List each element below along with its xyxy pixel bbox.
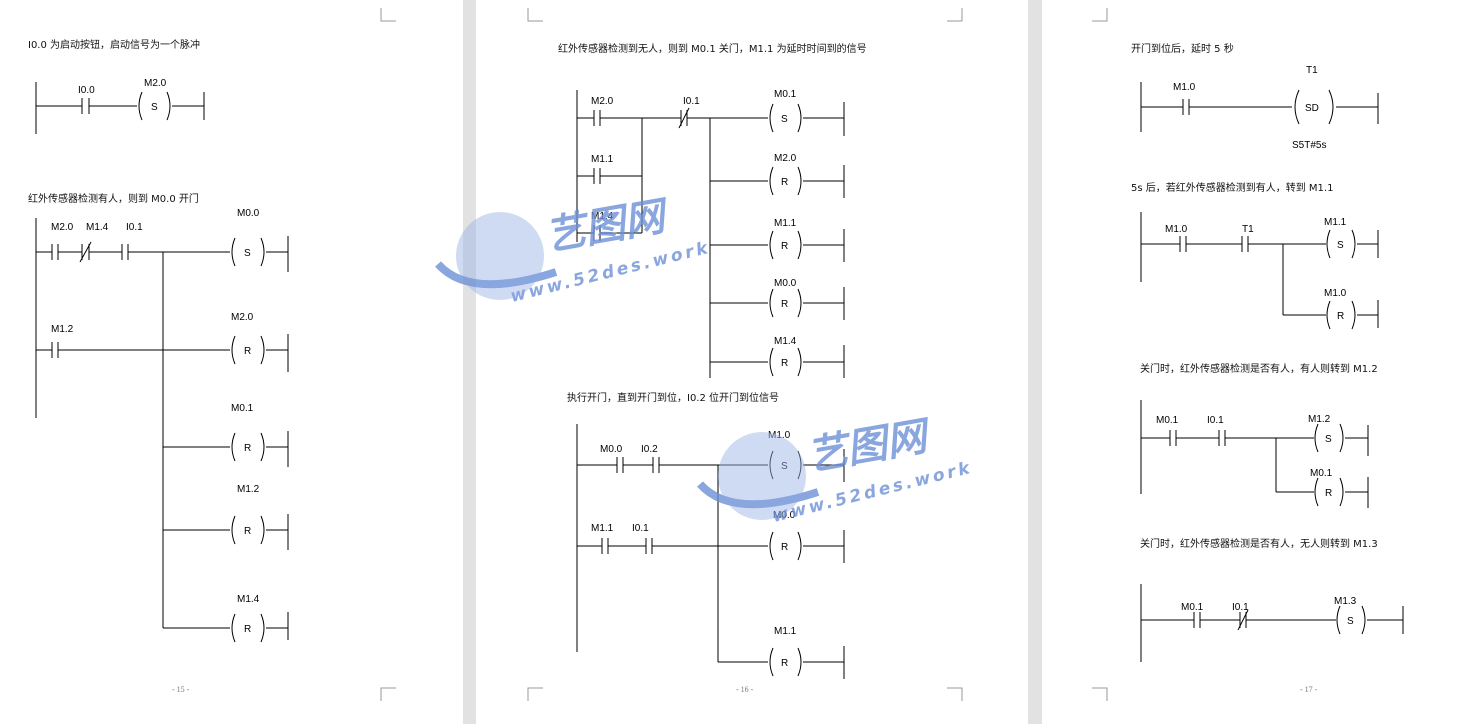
coil-symbol: R (1337, 311, 1344, 322)
timer-label: T1 (1306, 65, 1318, 76)
coil-symbol: S (781, 461, 788, 472)
caption: I0.0 为启动按钮，启动信号为一个脉冲 (28, 38, 200, 51)
coil-symbol: R (781, 658, 788, 669)
coil-symbol: R (781, 299, 788, 310)
timer-symbol: SD (1305, 103, 1319, 114)
coil-symbol: S (781, 114, 788, 125)
timer-preset: S5T#5s (1292, 140, 1326, 151)
coil-label: M0.0 (773, 510, 796, 521)
contact-label: M0.1 (1156, 415, 1179, 426)
contact-label: M1.1 (591, 523, 614, 534)
coil-symbol: S (151, 102, 158, 113)
coil-label: M1.0 (768, 430, 791, 441)
caption: 开门到位后，延时 5 秒 (1131, 42, 1234, 55)
page-number: - 15 - (172, 685, 190, 694)
caption: 关门时，红外传感器检测是否有人，有人则转到 M1.2 (1140, 362, 1378, 375)
page-17: 开门到位后，延时 5 秒 T1 M1.0 SD S5T#5s 5s 后，若红外传… (1042, 0, 1474, 724)
coil-symbol: R (781, 177, 788, 188)
coil-label: M1.4 (237, 594, 260, 605)
coil-label: M0.0 (237, 208, 260, 219)
page-number: - 16 - (736, 685, 754, 694)
coil-symbol: R (781, 358, 788, 369)
contact-label: M2.0 (591, 96, 614, 107)
coil-label: M1.2 (237, 484, 260, 495)
contact-label: I0.1 (126, 222, 143, 233)
caption: 红外传感器检测到无人，则到 M0.1 关门，M1.1 为延时时间到的信号 (558, 42, 867, 55)
coil-label: M0.1 (231, 403, 254, 414)
coil-symbol: R (1325, 488, 1332, 499)
caption: 红外传感器检测有人，则到 M0.0 开门 (28, 192, 199, 205)
coil-label: M1.1 (774, 218, 797, 229)
contact-label: M0.0 (600, 444, 623, 455)
ladder-diagram-page-15: I0.0 为启动按钮，启动信号为一个脉冲 I0.0 M2.0 S 红外传感器检测… (28, 8, 396, 701)
ladder-diagram-page-17: 开门到位后，延时 5 秒 T1 M1.0 SD S5T#5s 5s 后，若红外传… (1092, 8, 1404, 701)
coil-symbol: S (1347, 616, 1354, 627)
coil-symbol: R (781, 241, 788, 252)
contact-label: M1.4 (591, 211, 614, 222)
contact-label: I0.1 (1232, 602, 1249, 613)
coil-symbol: S (1325, 434, 1332, 445)
caption: 5s 后，若红外传感器检测到有人，转到 M1.1 (1131, 181, 1333, 194)
contact-label: M1.0 (1173, 82, 1196, 93)
contact-label: I0.1 (632, 523, 649, 534)
coil-symbol: R (244, 443, 251, 454)
contact-label: M1.2 (51, 324, 74, 335)
coil-label: M0.0 (774, 278, 797, 289)
coil-label: M0.1 (774, 89, 797, 100)
caption: 关门时，红外传感器检测是否有人，无人则转到 M1.3 (1140, 537, 1378, 550)
contact-label: I0.0 (78, 85, 95, 96)
caption: 执行开门，直到开门到位，I0.2 位开门到位信号 (567, 391, 779, 404)
coil-label: M2.0 (144, 78, 167, 89)
coil-label: M1.1 (774, 626, 797, 637)
contact-label: M2.0 (51, 222, 74, 233)
coil-label: M1.0 (1324, 288, 1347, 299)
page-number: - 17 - (1300, 685, 1318, 694)
contact-label: M1.1 (591, 154, 614, 165)
ladder-diagram-page-16: 红外传感器检测到无人，则到 M0.1 关门，M1.1 为延时时间到的信号 M2.… (527, 8, 963, 701)
coil-label: M1.1 (1324, 217, 1347, 228)
contact-label: I0.1 (683, 96, 700, 107)
coil-label: M2.0 (774, 153, 797, 164)
coil-symbol: R (244, 346, 251, 357)
coil-symbol: S (244, 248, 251, 259)
coil-symbol: R (244, 624, 251, 635)
contact-label: I0.1 (1207, 415, 1224, 426)
page-15: I0.0 为启动按钮，启动信号为一个脉冲 I0.0 M2.0 S 红外传感器检测… (0, 0, 463, 724)
contact-label: I0.2 (641, 444, 658, 455)
coil-label: M2.0 (231, 312, 254, 323)
page-16: 红外传感器检测到无人，则到 M0.1 关门，M1.1 为延时时间到的信号 M2.… (476, 0, 1028, 724)
coil-label: M0.1 (1310, 468, 1333, 479)
contact-label: M1.4 (86, 222, 109, 233)
contact-label: M0.1 (1181, 602, 1204, 613)
coil-label: M1.4 (774, 336, 797, 347)
coil-label: M1.3 (1334, 596, 1357, 607)
coil-symbol: R (781, 542, 788, 553)
contact-label: T1 (1242, 224, 1254, 235)
coil-symbol: R (244, 526, 251, 537)
contact-label: M1.0 (1165, 224, 1188, 235)
coil-label: M1.2 (1308, 414, 1331, 425)
coil-symbol: S (1337, 240, 1344, 251)
